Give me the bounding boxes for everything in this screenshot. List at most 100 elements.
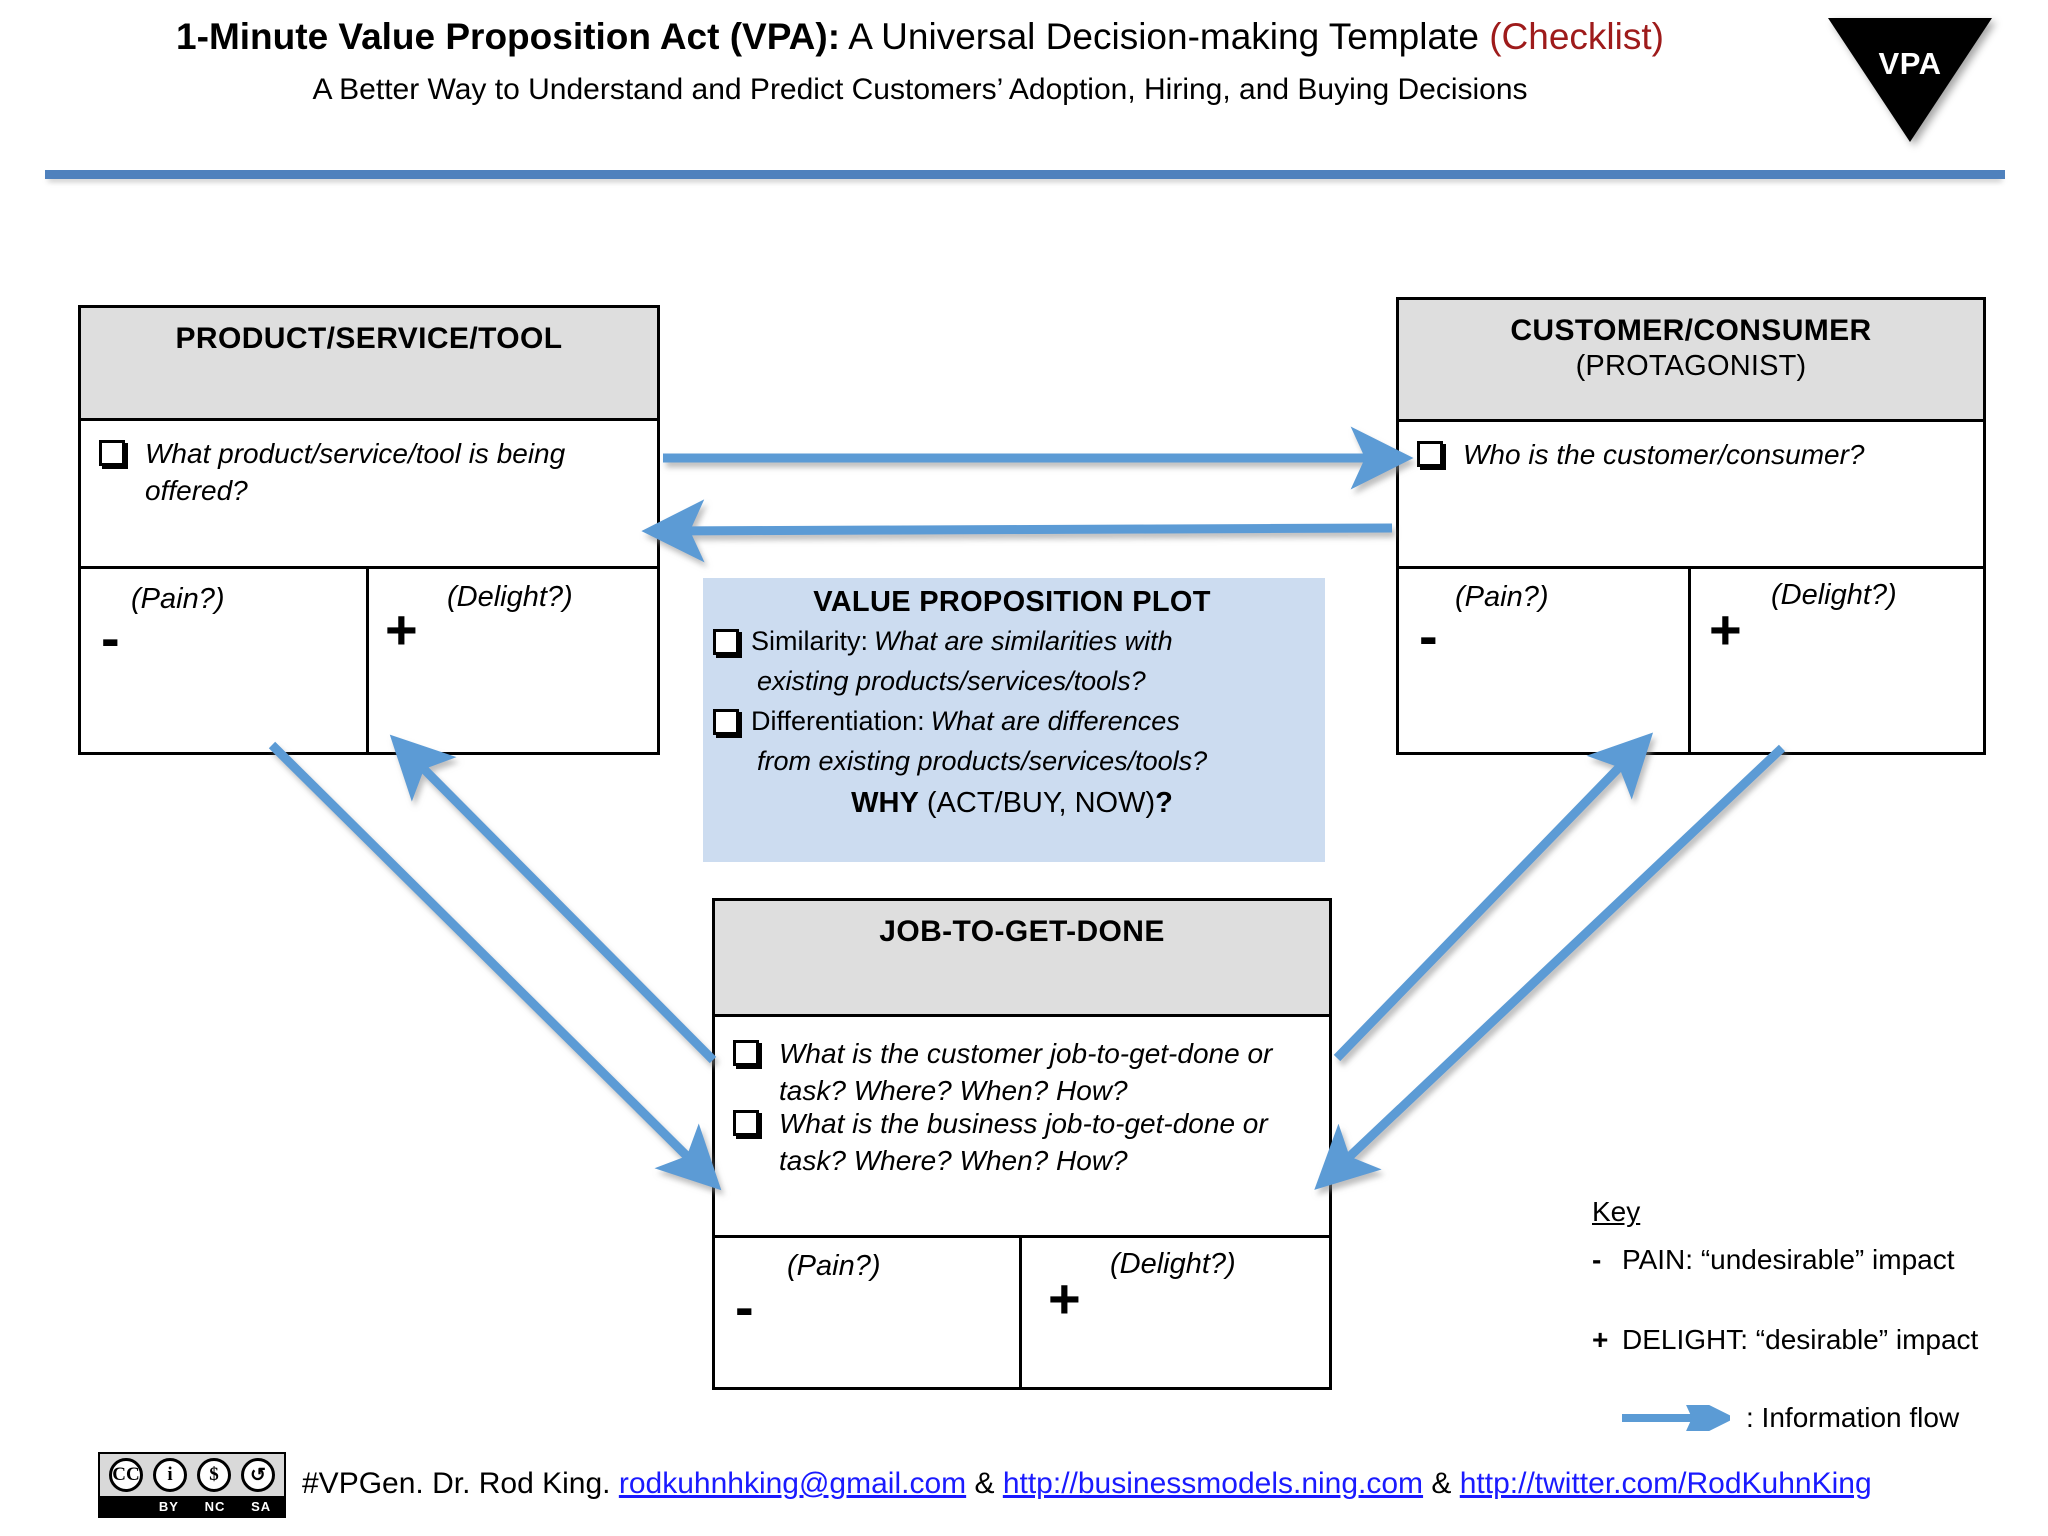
checkbox-icon[interactable] <box>733 1110 759 1136</box>
checkbox-icon[interactable] <box>99 440 125 466</box>
cc-icons-row: CC i $ ↺ <box>100 1454 284 1496</box>
vpp-similarity-item: Similarity:What are similarities with <box>713 621 1311 661</box>
vpp-similarity-lead: Similarity: <box>751 626 869 656</box>
cc-nc-label: NC <box>204 1498 226 1514</box>
pain-label: (Pain?) <box>1455 581 1549 613</box>
job-pain-delight-row: - (Pain?) + (Delight?) <box>715 1238 1329 1387</box>
product-question-text: What product/service/tool is being offer… <box>145 438 566 506</box>
page-footer: CC i $ ↺ BY NC SA #VPGen. Dr. Rod King. … <box>0 1448 2048 1528</box>
pain-sign: - <box>101 606 120 669</box>
customer-question-item: Who is the customer/consumer? <box>1417 436 1971 473</box>
header-divider <box>45 170 2005 179</box>
key-pain-text: PAIN: “undesirable” impact <box>1622 1244 1955 1275</box>
cc-logo-icon: CC <box>109 1458 143 1492</box>
checkbox-icon[interactable] <box>733 1040 759 1066</box>
customer-pain-cell: - (Pain?) <box>1399 569 1691 752</box>
customer-delight-cell: + (Delight?) <box>1691 569 1983 752</box>
pain-sign: - <box>735 1275 754 1338</box>
customer-box-subtitle: (PROTAGONIST) <box>1575 350 1807 382</box>
cc-by-label: BY <box>158 1498 179 1514</box>
arrow-customer-to-product <box>641 499 1393 563</box>
checkbox-icon[interactable] <box>713 629 739 655</box>
value-proposition-plot-box: VALUE PROPOSITION PLOT Similarity:What a… <box>703 578 1325 862</box>
footer-email-link[interactable]: rodkuhnhking@gmail.com <box>618 1467 967 1500</box>
vpp-differentiation-question: What are differences <box>930 706 1180 736</box>
delight-sign: + <box>1048 1267 1081 1330</box>
vpa-logo-icon: VPA <box>1828 18 1992 146</box>
customer-question-text: Who is the customer/consumer? <box>1463 439 1865 470</box>
page-title-checklist: (Checklist) <box>1489 16 1664 57</box>
delight-label: (Delight?) <box>1110 1248 1236 1280</box>
customer-consumer-box: CUSTOMER/CONSUMER (PROTAGONIST) Who is t… <box>1396 297 1986 755</box>
arrow-job-to-product <box>389 734 717 1064</box>
job-question-item-1: What is the customer job-to-get-done or … <box>733 1035 1317 1109</box>
vpp-similarity-question-cont: existing products/services/tools? <box>757 666 1146 696</box>
vpp-why-mark: ? <box>1155 787 1173 819</box>
vpp-why-rest: (ACT/BUY, NOW) <box>918 787 1156 819</box>
cc-sa-label: SA <box>251 1498 272 1514</box>
creative-commons-badge-icon: CC i $ ↺ BY NC SA <box>98 1452 286 1518</box>
key-pain-sign: - <box>1592 1244 1602 1275</box>
job-question-item-2: What is the business job-to-get-done or … <box>733 1105 1317 1179</box>
vpa-logo-label: VPA <box>1878 46 1942 81</box>
product-service-tool-box: PRODUCT/SERVICE/TOOL What product/servic… <box>78 305 660 755</box>
customer-box-body: Who is the customer/consumer? <box>1399 422 1983 569</box>
page-title-rest: A Universal Decision-making Template <box>840 16 1490 57</box>
key-delight-row: + DELIGHT: “desirable” impact <box>1592 1322 2032 1358</box>
footer-site-link[interactable]: http://businessmodels.ning.com <box>1002 1467 1424 1500</box>
product-delight-cell: + (Delight?) <box>369 569 657 752</box>
triangle-shape <box>1828 18 1992 142</box>
job-box-body: What is the customer job-to-get-done or … <box>715 1017 1329 1238</box>
job-to-get-done-box: JOB-TO-GET-DONE What is the customer job… <box>712 898 1332 1390</box>
product-question-item: What product/service/tool is being offer… <box>99 435 645 509</box>
key-flow-row: : Information flow <box>1620 1402 2032 1434</box>
key-delight-sign: + <box>1592 1324 1609 1355</box>
job-question-text-2: What is the business job-to-get-done or … <box>779 1108 1268 1176</box>
arrow-customer-to-job <box>1314 744 1786 1190</box>
customer-pain-delight-row: - (Pain?) + (Delight?) <box>1399 569 1983 752</box>
job-box-header: JOB-TO-GET-DONE <box>715 901 1329 1017</box>
job-box-title: JOB-TO-GET-DONE <box>879 915 1165 948</box>
pain-sign: - <box>1419 604 1438 667</box>
page-subtitle: A Better Way to Understand and Predict C… <box>312 73 1528 106</box>
arrow-product-to-job <box>268 741 722 1191</box>
job-delight-cell: + (Delight?) <box>1022 1238 1329 1387</box>
footer-credit: #VPGen. Dr. Rod King. <box>302 1467 619 1500</box>
customer-box-header: CUSTOMER/CONSUMER (PROTAGONIST) <box>1399 300 1983 422</box>
vpp-differentiation-item: Differentiation:What are differences <box>713 701 1311 741</box>
vpp-title: VALUE PROPOSITION PLOT <box>813 586 1211 618</box>
pain-label: (Pain?) <box>787 1250 881 1282</box>
delight-label: (Delight?) <box>447 581 573 613</box>
product-pain-cell: - (Pain?) <box>81 569 369 752</box>
vpp-similarity-question: What are similarities with <box>874 626 1173 656</box>
key-title: Key <box>1592 1196 1641 1227</box>
cc-by-icon: i <box>153 1458 187 1492</box>
footer-amp-2: & <box>1423 1467 1460 1500</box>
footer-amp-1: & <box>966 1467 1003 1500</box>
cc-nc-icon: $ <box>197 1458 231 1492</box>
page-title-bold: 1-Minute Value Proposition Act (VPA): <box>176 16 841 57</box>
checkbox-icon[interactable] <box>713 709 739 735</box>
key-flow-text: : Information flow <box>1746 1402 1960 1433</box>
checkbox-icon[interactable] <box>1417 441 1443 467</box>
customer-box-title: CUSTOMER/CONSUMER <box>1510 314 1872 347</box>
job-pain-cell: - (Pain?) <box>715 1238 1022 1387</box>
vpp-why-line: WHY (ACT/BUY, NOW)? <box>713 783 1311 823</box>
key-pain-row: - PAIN: “undesirable” impact <box>1592 1242 2032 1278</box>
page-header: 1-Minute Value Proposition Act (VPA): A … <box>0 0 2048 160</box>
page-title: 1-Minute Value Proposition Act (VPA): A … <box>0 14 1840 60</box>
information-flow-arrow-icon <box>1622 1405 1730 1431</box>
product-box-title: PRODUCT/SERVICE/TOOL <box>175 322 563 355</box>
product-box-header: PRODUCT/SERVICE/TOOL <box>81 308 657 421</box>
cc-sa-icon: ↺ <box>241 1458 275 1492</box>
delight-sign: + <box>1709 598 1742 661</box>
product-pain-delight-row: - (Pain?) + (Delight?) <box>81 569 657 752</box>
key-legend: Key - PAIN: “undesirable” impact + DELIG… <box>1592 1196 2032 1434</box>
pain-label: (Pain?) <box>131 583 225 615</box>
cc-labels-row: BY NC SA <box>100 1496 284 1516</box>
vpp-differentiation-question-cont: from existing products/services/tools? <box>757 746 1208 776</box>
footer-twitter-link[interactable]: http://twitter.com/RodKuhnKing <box>1459 1467 1872 1500</box>
product-box-body: What product/service/tool is being offer… <box>81 421 657 569</box>
delight-label: (Delight?) <box>1771 579 1897 611</box>
vpp-why-bold: WHY <box>851 787 919 819</box>
